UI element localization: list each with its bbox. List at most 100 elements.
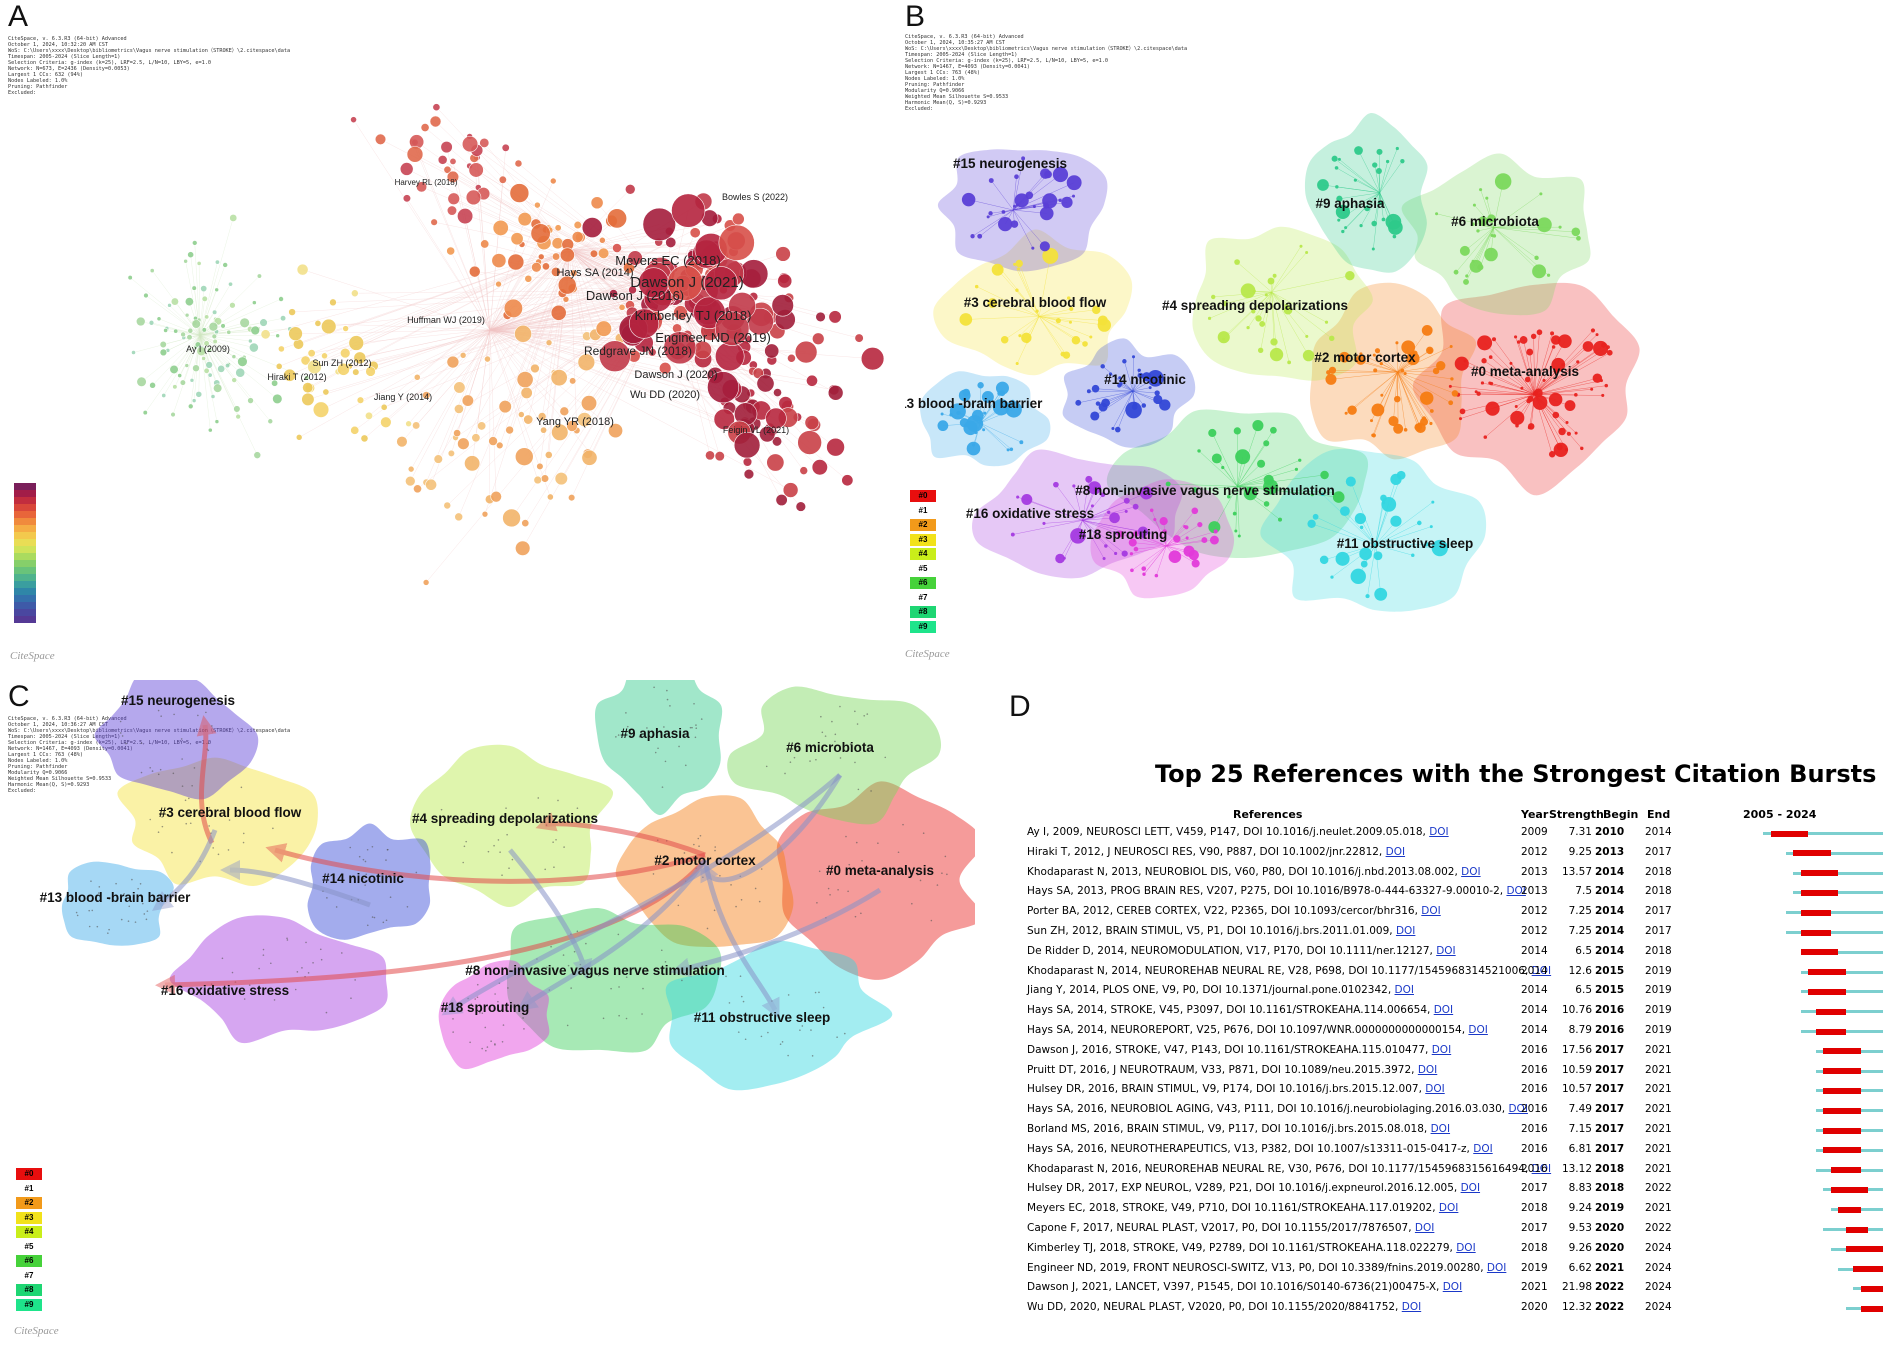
cluster-point — [191, 784, 193, 787]
burst-end: 2024 — [1645, 1241, 1672, 1254]
cluster-point — [695, 727, 698, 730]
doi-link[interactable]: DOI — [1461, 865, 1481, 878]
doi-link[interactable]: DOI — [1438, 1202, 1459, 1215]
citation-node — [127, 275, 133, 281]
cluster-edge — [1120, 533, 1167, 547]
cluster-edge — [1397, 371, 1425, 422]
cluster-label: #11 obstructive sleep — [1337, 536, 1474, 551]
doi-link[interactable]: DOI — [1430, 1123, 1451, 1135]
burst-year: 2016 — [1521, 1063, 1548, 1076]
cluster-point — [911, 902, 913, 905]
header-references: References — [1233, 808, 1303, 821]
citation-node — [689, 227, 701, 239]
cluster-node — [1255, 315, 1262, 322]
doi-link[interactable]: DOI — [1431, 1043, 1452, 1056]
node-label: Dawson J (2020) — [634, 369, 717, 381]
cluster-node — [1359, 547, 1372, 561]
doi-link[interactable]: DOI — [1442, 1281, 1463, 1294]
cluster-edge — [1013, 209, 1046, 247]
cluster-point — [760, 1035, 763, 1038]
burst-begin: 2020 — [1595, 1222, 1625, 1234]
citation-node — [599, 236, 606, 244]
panel-c-watermark: CiteSpace — [14, 1325, 59, 1337]
burst-begin: 2010 — [1595, 826, 1625, 838]
graph-edge — [199, 284, 231, 336]
cluster-point — [184, 799, 187, 802]
cluster-node — [956, 410, 961, 415]
burst-begin: 2014 — [1595, 925, 1625, 937]
burst-begin: 2014 — [1595, 865, 1625, 878]
cluster-label: #13 blood -brain barrier — [40, 890, 192, 905]
doi-link[interactable]: DOI — [1395, 925, 1416, 937]
doi-link[interactable]: DOI — [1473, 1142, 1493, 1155]
doi-link[interactable]: DOI — [1486, 1261, 1507, 1274]
cluster-node — [1335, 551, 1350, 566]
cluster-node — [1089, 335, 1093, 339]
cluster-node — [1394, 395, 1401, 403]
citation-node — [523, 414, 534, 425]
citation-node — [405, 475, 416, 487]
doi-link[interactable]: DOI — [1508, 1103, 1528, 1116]
graph-edge — [199, 262, 218, 336]
cluster-edge — [1132, 391, 1144, 406]
cluster-node — [1354, 512, 1367, 525]
cluster-node — [1191, 507, 1199, 515]
doi-link[interactable]: DOI — [1425, 1083, 1445, 1096]
doi-link[interactable]: DOI — [1433, 1004, 1454, 1017]
doi-link[interactable]: DOI — [1385, 845, 1406, 858]
citation-node — [196, 261, 202, 266]
cluster-node — [1429, 409, 1434, 413]
cluster-edge — [1367, 544, 1376, 597]
graph-edge — [292, 289, 671, 313]
doi-link[interactable]: DOI — [1401, 1301, 1422, 1314]
doi-link[interactable]: DOI — [1468, 1024, 1488, 1036]
cluster-point — [96, 925, 99, 928]
graph-edge — [186, 334, 201, 366]
doi-link[interactable]: DOI — [1531, 964, 1552, 977]
doi-link[interactable]: DOI — [1429, 826, 1449, 838]
burst-strength: 8.79 — [1568, 1024, 1592, 1036]
doi-link[interactable]: DOI — [1394, 984, 1414, 997]
cluster-point — [151, 770, 154, 772]
graph-edge — [158, 318, 201, 336]
cluster-edge — [1198, 450, 1238, 487]
graph-edge — [489, 267, 630, 331]
panel-c-cluster-legend: #0#1#2#3#4#5#6#7#8#9 — [16, 1168, 42, 1318]
doi-link[interactable]: DOI — [1436, 944, 1456, 957]
cluster-point — [157, 831, 160, 833]
graph-edge — [408, 329, 491, 424]
burst-reference: Hays SA, 2014, NEUROREPORT, V25, P676, D… — [1027, 1024, 1488, 1036]
cluster-node — [1558, 427, 1566, 436]
burst-strength: 7.5 — [1575, 885, 1592, 898]
doi-link[interactable]: DOI — [1460, 1182, 1481, 1195]
citation-node — [191, 319, 201, 329]
burst-table-title: Top 25 References with the Strongest Cit… — [1155, 760, 1877, 788]
cluster-point — [262, 954, 265, 956]
panel-a-network-graph: Meyers EC (2018)Dawson J (2021)Dawson J … — [127, 103, 885, 586]
cluster-node — [1234, 259, 1240, 265]
citation-node — [492, 219, 509, 236]
cluster-label: #14 nicotinic — [1104, 372, 1186, 387]
cluster-point — [469, 812, 472, 814]
cluster-node — [1031, 246, 1035, 250]
cluster-point — [858, 746, 861, 748]
citation-node — [766, 453, 785, 472]
doi-link[interactable]: DOI — [1506, 885, 1526, 898]
doi-link[interactable]: DOI — [1414, 1222, 1435, 1234]
burst-end: 2019 — [1645, 984, 1672, 997]
doi-link[interactable]: DOI — [1421, 905, 1441, 918]
cluster-edge — [1518, 341, 1535, 395]
cluster-edge — [1397, 371, 1419, 428]
doi-link[interactable]: DOI — [1417, 1063, 1438, 1076]
doi-link[interactable]: DOI — [1456, 1241, 1476, 1254]
cluster-edge — [1484, 342, 1535, 395]
burst-bar — [1838, 1206, 1861, 1213]
cluster-point — [350, 997, 352, 1000]
graph-edge — [368, 249, 571, 416]
cluster-point — [406, 905, 409, 908]
node-label: Redgrave JN (2018) — [584, 344, 692, 358]
cluster-point — [340, 952, 343, 954]
citation-node — [149, 268, 155, 274]
doi-link[interactable]: DOI — [1531, 1162, 1552, 1175]
cluster-node — [1330, 575, 1334, 579]
